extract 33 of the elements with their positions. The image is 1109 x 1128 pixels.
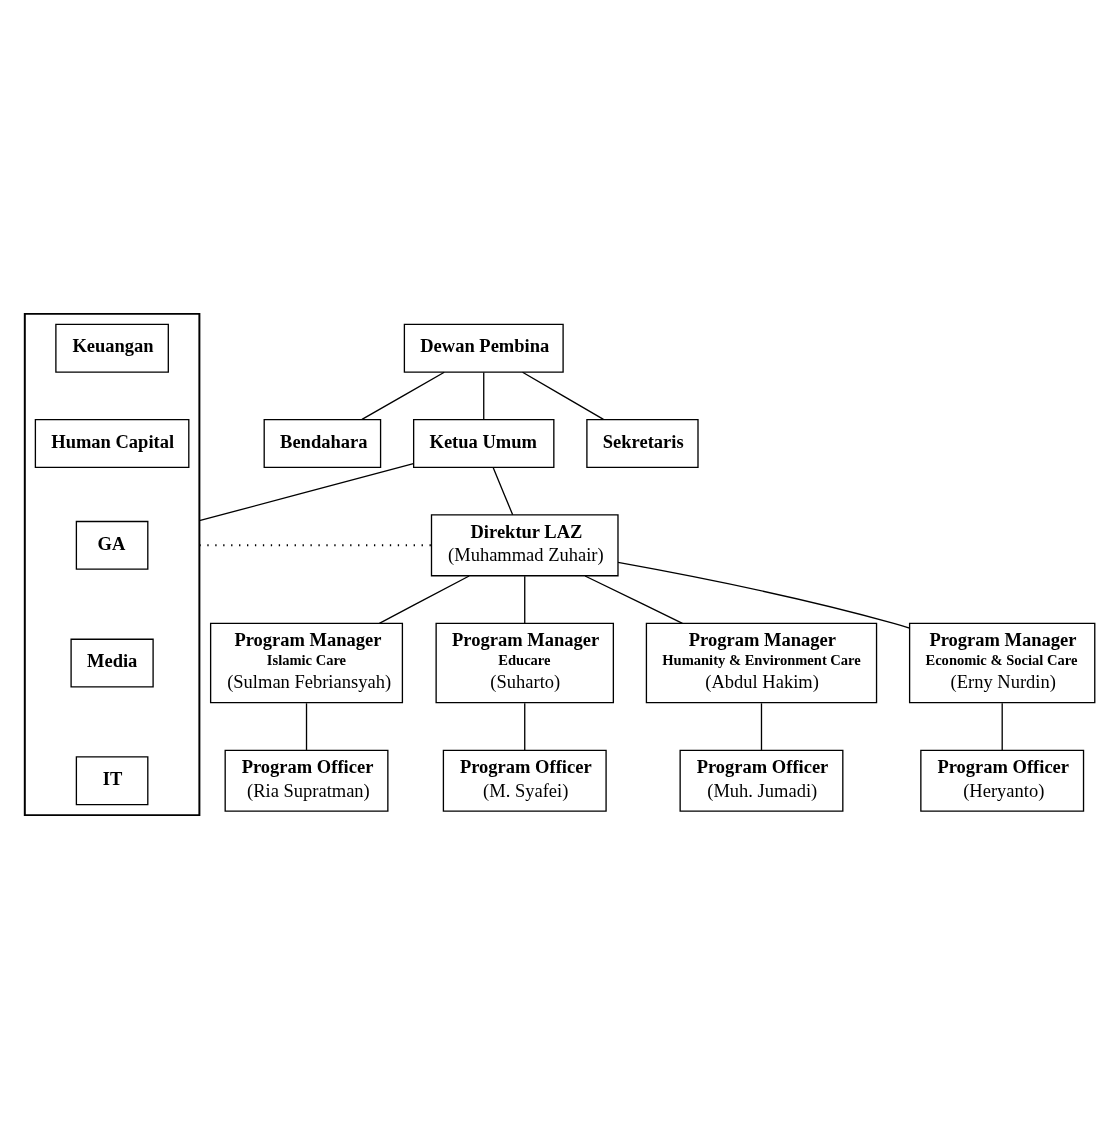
cluster bbox=[23, 312, 201, 816]
node-box: Keuangan bbox=[55, 323, 169, 373]
node-box: Program Officer (Heryanto) bbox=[920, 749, 1085, 812]
connector bbox=[198, 462, 415, 521]
connector bbox=[584, 574, 684, 624]
node-box: Program Manager Humanity & Environment Care (Abdul Hakim) bbox=[645, 622, 878, 703]
connector bbox=[378, 574, 470, 624]
connector bbox=[524, 575, 526, 624]
node-box: Sekretaris bbox=[586, 418, 699, 468]
connector bbox=[524, 702, 526, 751]
node-box: Program Officer (M. Syafei) bbox=[442, 749, 607, 812]
node-box: Program Manager Islamic Care (Sulman Febriansyah) bbox=[209, 622, 404, 703]
node-box: Program Manager Educare (Suharto) bbox=[435, 622, 614, 703]
node-box: IT bbox=[75, 755, 149, 805]
connector bbox=[521, 371, 605, 420]
connector bbox=[198, 543, 433, 546]
node-box: Ketua Umum bbox=[413, 418, 555, 468]
node-box: Dewan Pembina bbox=[403, 323, 564, 373]
connector bbox=[760, 702, 763, 751]
connector bbox=[492, 466, 514, 515]
node-box: GA bbox=[75, 520, 149, 570]
connector bbox=[305, 702, 308, 751]
connector bbox=[1001, 702, 1003, 751]
node-box: Program Officer (Ria Supratman) bbox=[224, 749, 389, 812]
connector bbox=[483, 371, 485, 420]
node-box: Program Manager Economic & Social Care (Erny Nurdin) bbox=[908, 622, 1096, 703]
node-box: Bendahara bbox=[263, 418, 382, 468]
node-box: Media bbox=[70, 638, 154, 687]
node-box: Human Capital bbox=[34, 418, 190, 468]
connector bbox=[361, 371, 445, 420]
connector bbox=[617, 561, 911, 629]
node-box: Program Officer (Muh. Jumadi) bbox=[679, 749, 844, 812]
node-box: Direktur LAZ (Muhammad Zuhair) bbox=[430, 513, 619, 576]
